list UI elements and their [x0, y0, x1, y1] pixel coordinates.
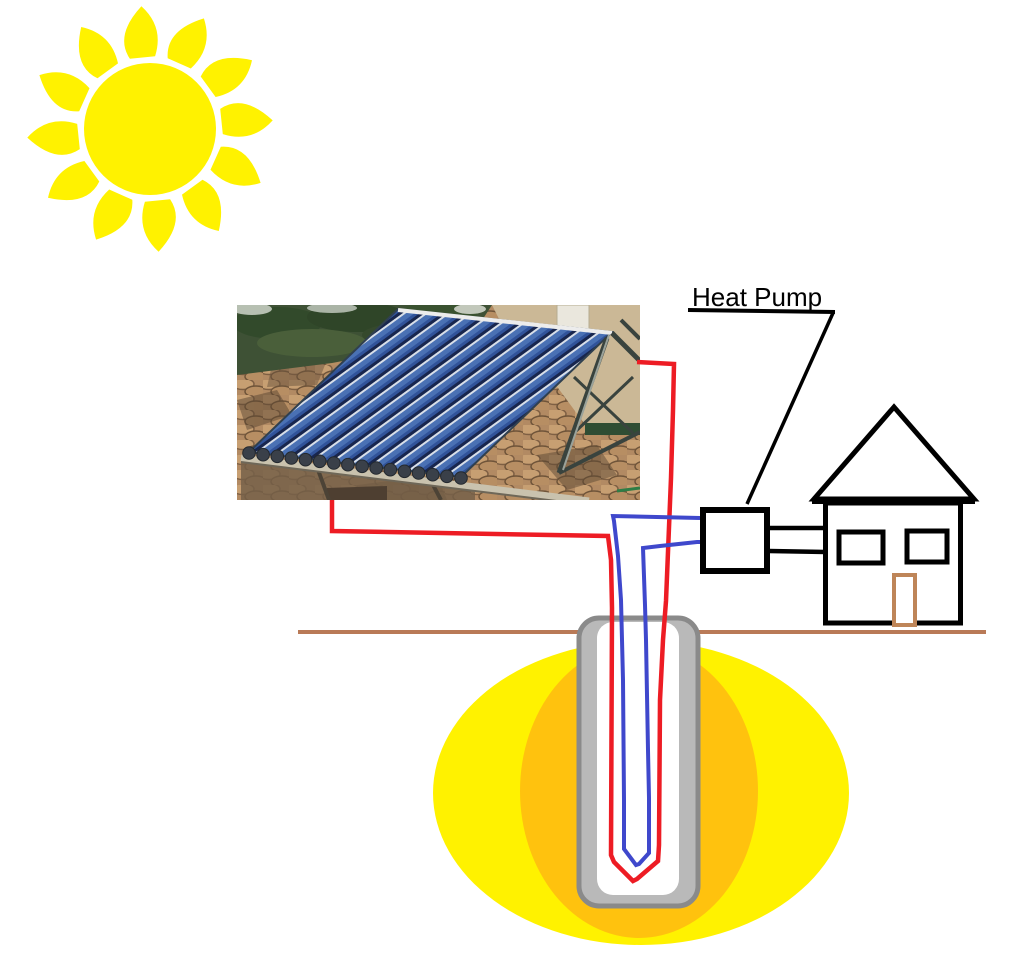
sun-icon [27, 6, 273, 252]
house-window-left [836, 529, 886, 566]
cold-pipe [610, 513, 701, 868]
photo-frame-truss [556, 318, 640, 475]
collector-panel [240, 307, 615, 500]
house-door [892, 573, 917, 627]
house-icon [808, 403, 980, 627]
heat-pump-box [700, 507, 770, 574]
house-roof-slopes [808, 403, 980, 502]
label-leader-line [745, 312, 835, 505]
sun-rays [27, 6, 273, 252]
solar-collector-photo [237, 305, 640, 500]
collector-tube-caps [242, 446, 468, 485]
hot-pipe [329, 359, 677, 884]
photo-garden-hose [616, 486, 640, 493]
sun-disc [84, 63, 216, 195]
box-house-connector-bottom [768, 548, 827, 555]
heat-pump-label: Heat Pump [692, 282, 822, 312]
collector-top-rail [397, 308, 613, 335]
label-underline [687, 308, 836, 314]
house-window-right [904, 528, 950, 565]
